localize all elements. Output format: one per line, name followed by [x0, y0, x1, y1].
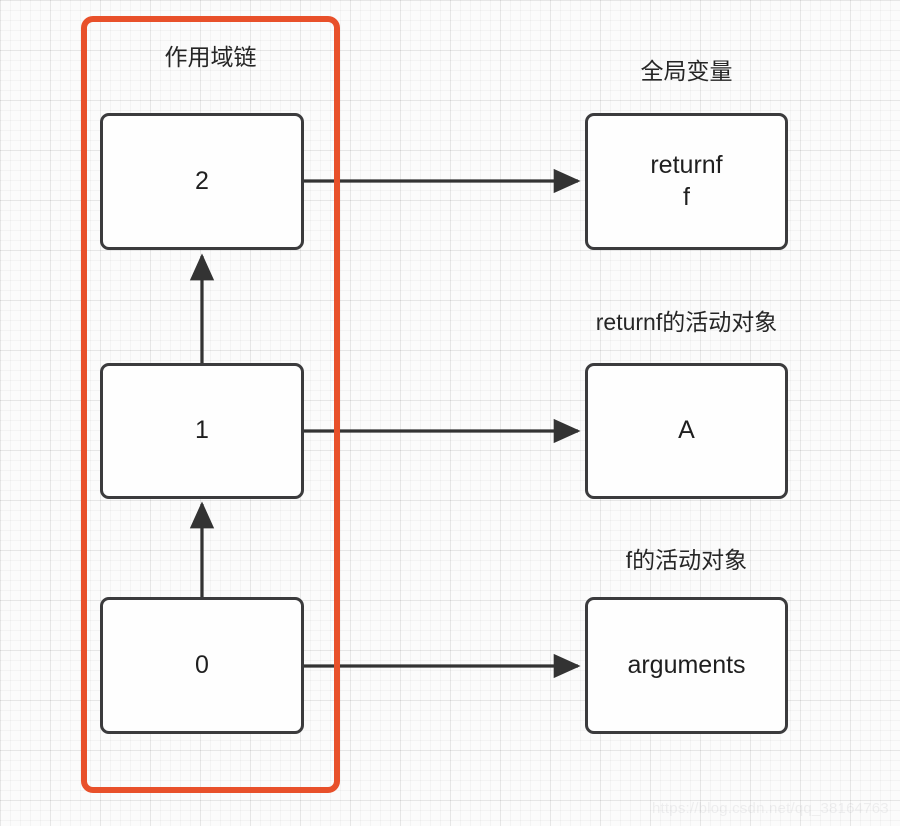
returnf-activation-object-caption: returnf的活动对象: [595, 309, 778, 335]
f-activation-object-box-text: arguments: [627, 650, 746, 679]
scope-chain-node-2-label: 2: [195, 166, 209, 195]
f-activation-object-box[interactable]: arguments: [585, 597, 788, 734]
watermark: https://blog.csdn.net/qq_38164763: [652, 800, 889, 817]
global-variables-caption: 全局变量: [640, 58, 733, 84]
returnf-activation-object-box-text: A: [678, 416, 695, 445]
scope-chain-node-0-label: 0: [195, 650, 209, 679]
global-variables-box[interactable]: returnf f: [585, 113, 788, 250]
global-variables-box-text: returnf f: [650, 151, 723, 211]
f-activation-object-caption: f的活动对象: [625, 547, 748, 573]
scope-chain-node-1[interactable]: 1: [100, 363, 304, 499]
scope-chain-group-label: 作用域链: [164, 44, 257, 70]
scope-chain-node-1-label: 1: [195, 416, 209, 445]
scope-chain-node-2[interactable]: 2: [100, 113, 304, 250]
scope-chain-node-0[interactable]: 0: [100, 597, 304, 734]
returnf-activation-object-box[interactable]: A: [585, 363, 788, 499]
scope-chain-group[interactable]: [81, 16, 340, 793]
